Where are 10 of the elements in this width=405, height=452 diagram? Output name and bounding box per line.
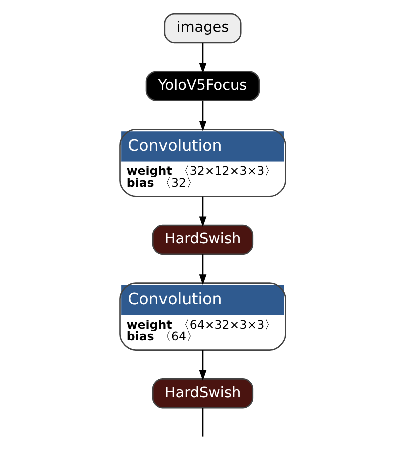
node-box: YoloV5Focus (145, 71, 260, 102)
node-box: images (164, 13, 242, 44)
node-box: HardSwish (152, 378, 254, 409)
connector (202, 408, 204, 437)
arrow (198, 350, 206, 381)
arrow (198, 254, 206, 286)
arrow (198, 100, 206, 132)
node-box: HardSwish (152, 224, 254, 256)
arrow (198, 196, 206, 228)
arrow (198, 43, 206, 74)
